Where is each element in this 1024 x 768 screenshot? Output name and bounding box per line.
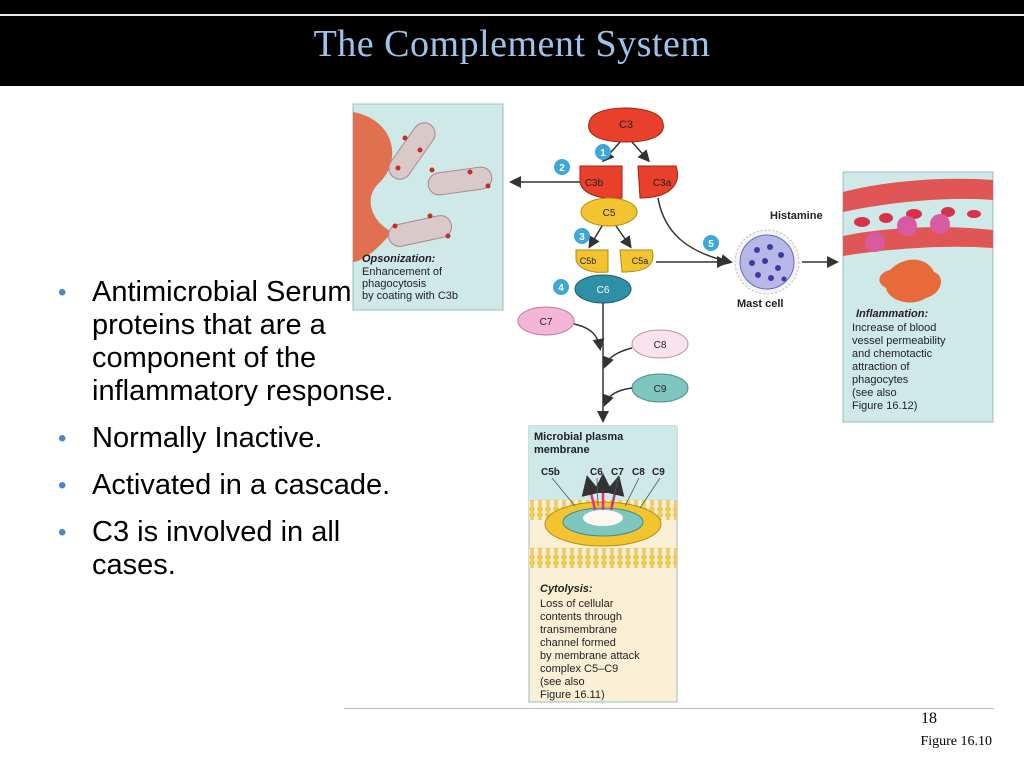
step-2-badge — [554, 159, 570, 175]
title-rule — [0, 14, 1024, 16]
inflammation-line: vessel permeability — [852, 335, 946, 347]
title-bar: The Complement System — [0, 0, 1024, 86]
cytolysis-line: transmembrane — [540, 624, 617, 636]
c7-protein — [517, 306, 575, 336]
c7-label: C7 — [540, 317, 553, 328]
c3a-label: C3a — [653, 178, 672, 189]
c5b-protein — [575, 249, 609, 273]
bacterium-icon — [388, 122, 436, 180]
c3b-label: C3b — [585, 178, 604, 189]
channel-label: C5b — [541, 467, 560, 478]
bullet-marker-icon: • — [58, 519, 67, 546]
mast-cell: Histamine Mast cell — [734, 210, 839, 310]
bullet-item: • Activated in a cascade. — [58, 469, 418, 502]
inflammation-line: Figure 16.12) — [852, 400, 917, 412]
bullet-text: Activated in a cascade. — [92, 469, 391, 501]
step-1-badge — [595, 144, 611, 160]
slide-title: The Complement System — [313, 23, 711, 65]
opsonization-heading: Opsonization: — [362, 253, 436, 265]
cascade: C3 1 C3b C3a 2 5 C5 3 C5b C5a C6 4 C7 — [509, 107, 733, 423]
mast-cell-label: Mast cell — [737, 298, 783, 310]
bullet-list: • Antimicrobial Serum proteins that are a… — [58, 276, 418, 596]
footer-rule — [344, 708, 994, 709]
inflammation-line: Increase of blood — [852, 322, 936, 334]
bullet-text: Normally Inactive. — [92, 422, 323, 454]
c5a-protein — [619, 249, 654, 273]
bullet-item: • C3 is involved in all cases. — [58, 516, 418, 582]
step-label: 1 — [600, 148, 606, 159]
inflammation-line: and chemotactic — [852, 348, 933, 360]
c3-protein — [588, 107, 664, 143]
vessel-wall-icon — [843, 178, 993, 212]
bacterium-icon — [387, 215, 453, 247]
step-5-badge — [703, 235, 719, 251]
opsonization-panel: Opsonization: Enhancement of phagocytosi… — [352, 103, 504, 311]
cytolysis-line: contents through — [540, 611, 622, 623]
inflammation-line: (see also — [852, 387, 897, 399]
cytolysis-heading: Cytolysis: — [540, 583, 593, 595]
bullet-marker-icon: • — [58, 425, 67, 452]
c3b-protein — [579, 165, 623, 199]
step-label: 4 — [558, 283, 564, 294]
opsonization-line: Enhancement of — [362, 266, 443, 278]
bullet-text: Antimicrobial Serum proteins that are a … — [92, 276, 394, 407]
bullet-text: C3 is involved in all cases. — [92, 516, 341, 581]
step-3-badge — [574, 228, 590, 244]
figure-reference: Figure 16.10 — [920, 734, 992, 749]
bullet-marker-icon: • — [58, 279, 67, 306]
bullet-item: • Antimicrobial Serum proteins that are a… — [58, 276, 418, 408]
c9-label: C9 — [654, 384, 667, 395]
c8-label: C8 — [654, 340, 667, 351]
histamine-label: Histamine — [770, 210, 823, 222]
step-label: 2 — [559, 163, 565, 174]
phagocyte-cell-icon — [865, 232, 885, 252]
step-label: 3 — [579, 232, 585, 243]
inflammation-heading: Inflammation: — [856, 308, 928, 320]
channel-label: C9 — [652, 467, 665, 478]
inflammation-line: phagocytes — [852, 374, 909, 386]
phagocyte-cell-icon — [930, 214, 950, 234]
slide-number: 18 — [921, 710, 937, 727]
membrane-label: membrane — [534, 444, 590, 456]
bullet-item: • Normally Inactive. — [58, 422, 418, 455]
opsonization-line: phagocytosis — [362, 278, 427, 290]
cytolysis-line: by membrane attack — [540, 650, 640, 662]
phagocyte-cell-icon — [897, 216, 917, 236]
c5b-label: C5b — [580, 256, 597, 266]
step-label: 5 — [708, 239, 714, 250]
membrane-bilayer-icon — [529, 548, 677, 568]
step-4-badge — [553, 279, 569, 295]
c5-label: C5 — [603, 208, 616, 219]
cytolysis-line: channel formed — [540, 637, 616, 649]
c3a-protein — [637, 165, 678, 199]
cytolysis-line: Loss of cellular — [540, 598, 614, 610]
cytolysis-panel: Microbial plasma membrane C5b C6 C7 C8 C… — [528, 425, 678, 703]
c3-label: C3 — [619, 119, 633, 131]
inflammation-panel: Inflammation: Increase of blood vessel p… — [842, 171, 994, 423]
c5a-label: C5a — [632, 256, 649, 266]
phagocyte-cell-icon — [353, 112, 393, 262]
inflammation-line: attraction of — [852, 361, 910, 373]
cytolysis-line: complex C5–C9 — [540, 663, 618, 675]
channel-label: C8 — [632, 467, 645, 478]
c8-protein — [631, 329, 689, 359]
bacterium-icon — [427, 166, 493, 196]
macrophage-icon — [879, 259, 941, 303]
opsonization-line: by coating with C3b — [362, 290, 458, 302]
cytolysis-line: Figure 16.11) — [540, 689, 605, 701]
c6-label: C6 — [597, 285, 610, 296]
bullet-marker-icon: • — [58, 472, 67, 499]
channel-label: C7 — [611, 467, 624, 478]
c5-protein — [580, 197, 638, 227]
cytolysis-line: (see also — [540, 676, 585, 688]
channel-label: C6 — [590, 467, 603, 478]
membrane-label: Microbial plasma — [534, 431, 624, 443]
channel-opening-icon — [583, 510, 623, 526]
